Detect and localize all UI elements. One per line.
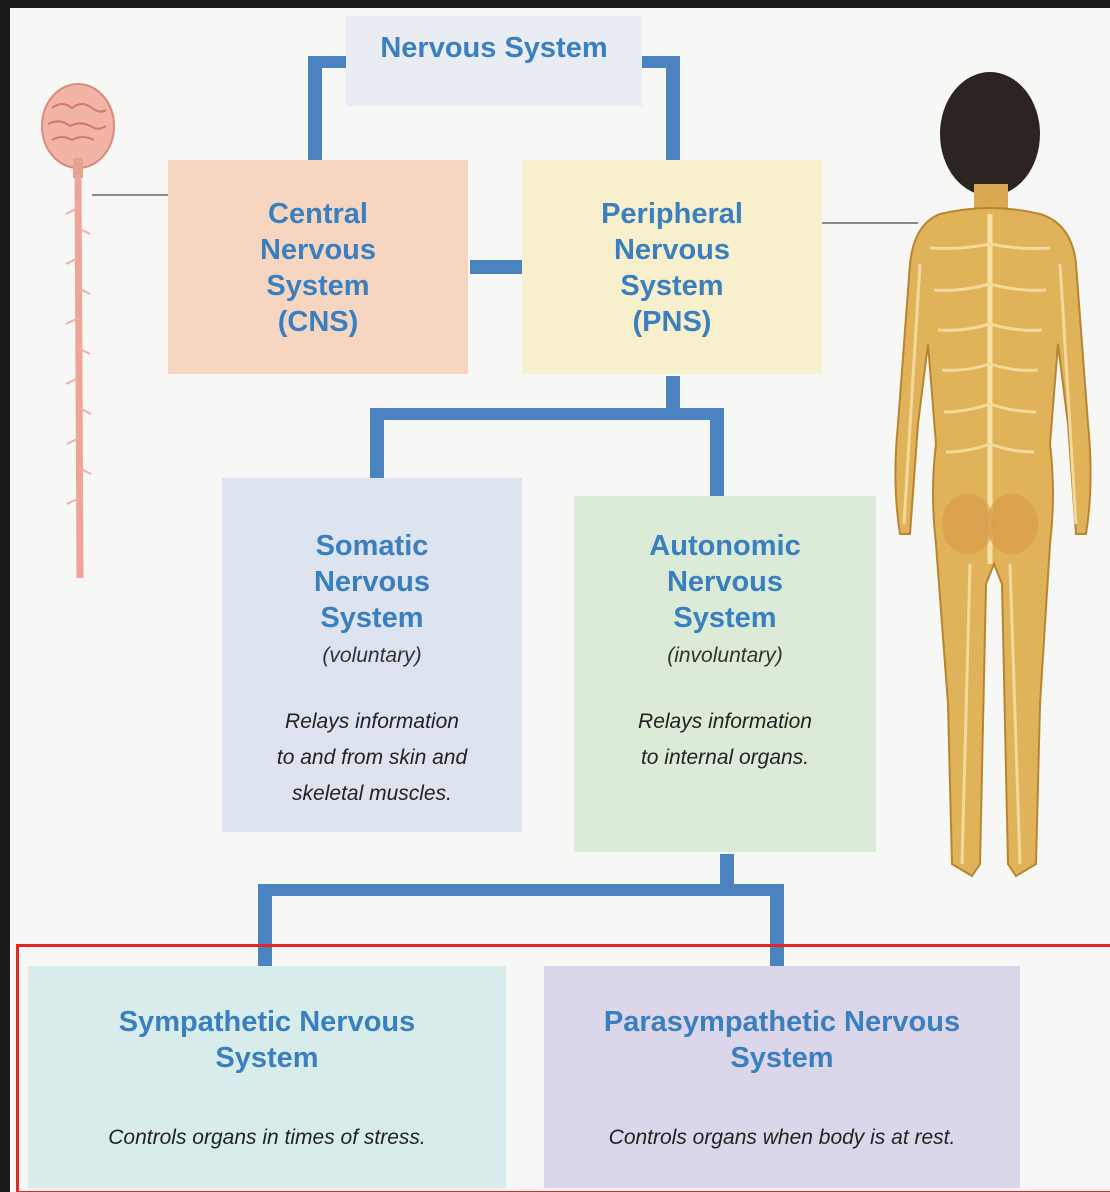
node-somatic: Somatic Nervous System (voluntary) Relay… [222,478,522,832]
connector-cns-pns [470,260,526,274]
connector-to-somatic [370,408,384,484]
node-autonomic-desc-line-2: to internal organs. [638,740,812,776]
node-cns: Central Nervous System (CNS) [168,160,468,374]
node-autonomic-title-3: System [673,600,776,636]
node-cns-title-2: Nervous [260,232,376,268]
connector-pns-branch [370,408,724,420]
node-autonomic-description: Relays information to internal organs. [638,704,812,776]
node-autonomic-qualifier: (involuntary) [667,642,783,670]
node-pns-title-2: Nervous [614,232,730,268]
node-somatic-desc-line-1: Relays information [277,704,467,740]
node-pns: Peripheral Nervous System (PNS) [522,160,822,374]
node-autonomic-title-1: Autonomic [649,528,800,564]
human-body-nerves-icon [890,64,1110,894]
node-nervous-system-title: Nervous System [380,30,607,66]
node-somatic-title-3: System [320,600,423,636]
diagram-canvas: Nervous System Central Nervous System (C… [10,8,1110,1192]
node-autonomic-title-2: Nervous [667,564,783,600]
brain-spinal-cord-icon [34,78,124,598]
node-autonomic-desc-line-1: Relays information [638,704,812,740]
node-pns-title-3: System [620,268,723,304]
node-somatic-description: Relays information to and from skin and … [277,704,467,812]
node-somatic-desc-line-3: skeletal muscles. [277,776,467,812]
node-somatic-title-1: Somatic [316,528,429,564]
node-cns-title-3: System [266,268,369,304]
node-somatic-desc-line-2: to and from skin and [277,740,467,776]
connector-autonomic-branch [258,884,784,896]
node-somatic-title-2: Nervous [314,564,430,600]
node-cns-title-1: Central [268,196,368,232]
connector-root-to-cns-v [308,56,322,166]
node-somatic-qualifier: (voluntary) [322,642,421,670]
node-autonomic: Autonomic Nervous System (involuntary) R… [574,496,876,852]
node-pns-title-4: (PNS) [633,304,712,340]
connector-root-to-pns-v [666,56,680,166]
node-nervous-system: Nervous System [346,16,642,106]
node-cns-title-4: (CNS) [278,304,359,340]
highlight-frame [16,944,1110,1192]
connector-to-autonomic [710,408,724,500]
node-pns-title-1: Peripheral [601,196,743,232]
